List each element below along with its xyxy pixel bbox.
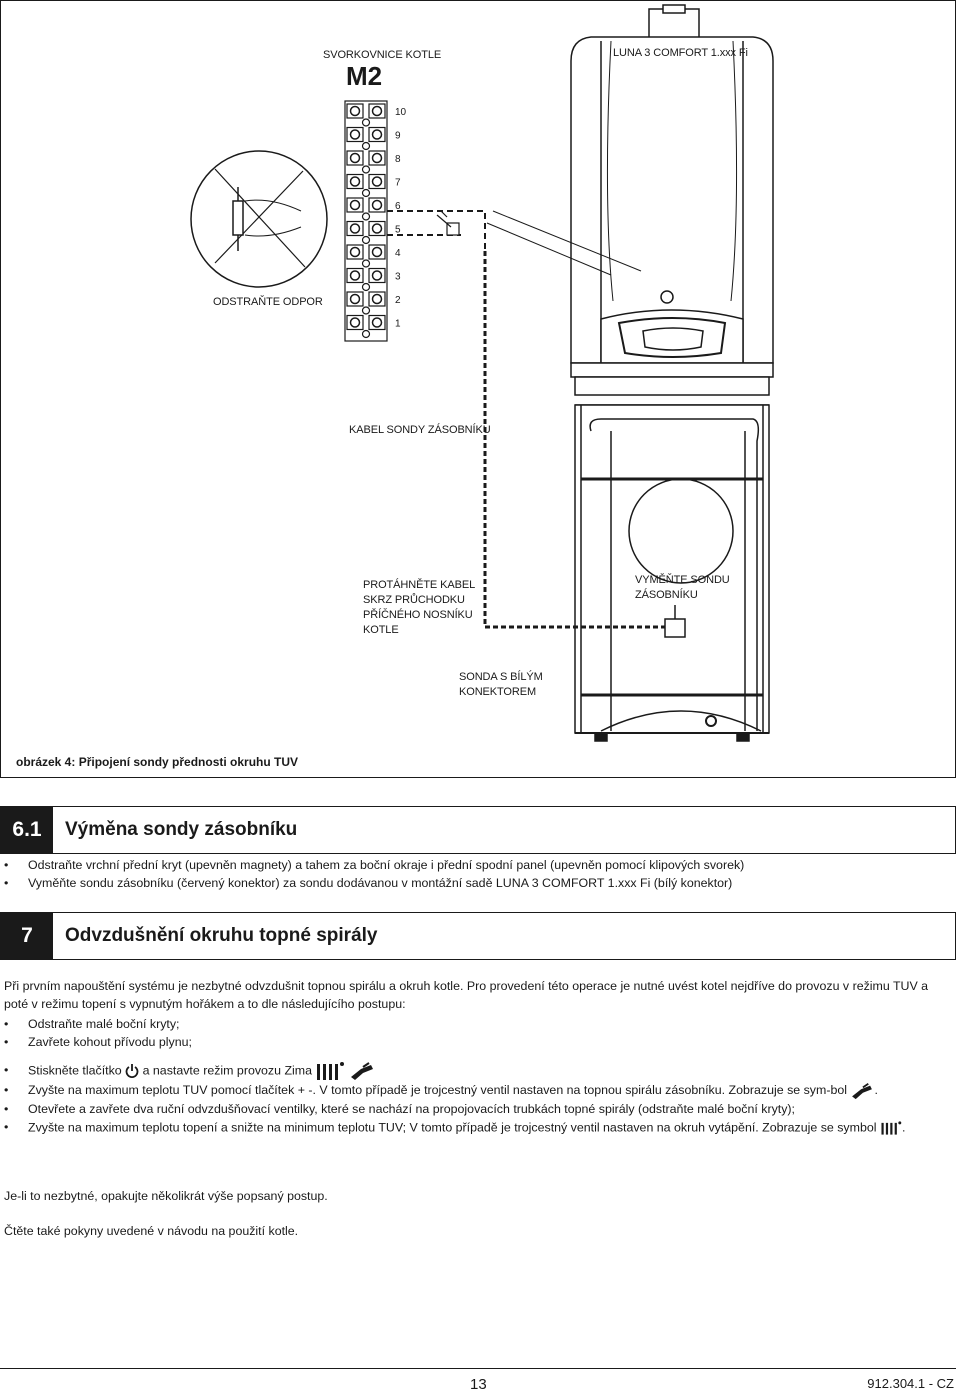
terminal-number: 9: [395, 131, 401, 142]
list-item: Zavřete kohout přívodu plynu;: [4, 1033, 954, 1051]
section-7-intro: Při prvním napouštění systému je nezbytn…: [4, 979, 929, 1011]
boiler-wiring-illustration: 10 9 8 7 6 5 4 3 2 1: [190, 4, 774, 742]
repeat-note: Je-li to nezbytné, opakujte několikrát v…: [4, 1189, 328, 1203]
terminal-screw-head: [371, 105, 383, 117]
terminal-link: [361, 329, 371, 339]
list-item-text: Zvyšte na maximum teplotu topení a snižt…: [28, 1120, 877, 1134]
terminal-screw-head: [349, 152, 361, 164]
terminal-number: 4: [395, 248, 401, 259]
list-item: Zvyšte na maximum teplotu topení a snižt…: [4, 1118, 954, 1138]
terminal-number: 7: [395, 178, 401, 189]
terminal-screw-head: [371, 293, 383, 305]
list-item: Otevřete a zavřete dva ruční odvzdušňova…: [4, 1100, 954, 1118]
section-7-header: 7 Odvzdušnění okruhu topné spirály: [0, 912, 956, 960]
power-icon: [125, 1064, 139, 1078]
radiator-icon: [881, 1121, 902, 1135]
cable-to-sensor: [483, 210, 665, 629]
tap-icon: [350, 1062, 373, 1080]
section-number: 6.1: [1, 807, 53, 853]
list-item-text: a nastavte režim provozu Zima: [142, 1063, 312, 1078]
label-terminal-id: M2: [346, 61, 383, 91]
section-number: 7: [1, 913, 53, 959]
terminal-screw-head: [349, 129, 361, 140]
terminal-screw-head: [371, 152, 383, 164]
terminal-screw-head: [371, 199, 383, 211]
terminal-screw-head: [349, 105, 361, 117]
section-6-1-list: Odstraňte vrchní přední kryt (upevněn ma…: [4, 856, 954, 892]
list-item: Stiskněte tlačítko a nastavte režim prov…: [4, 1061, 954, 1081]
label-sensor-cable: KABEL SONDY ZÁSOBNÍKU: [349, 424, 491, 436]
terminal-link: [361, 165, 371, 174]
list-item-period: .: [901, 1120, 906, 1134]
terminal-link: [361, 188, 371, 198]
terminal-screw-head: [371, 270, 383, 281]
label-replace-sensor: VYMĚŇTE SONDU ZÁSOBNÍKU: [635, 574, 730, 601]
sensor-cable-path: [387, 210, 486, 251]
list-item: Odstraňte vrchní přední kryt (upevněn ma…: [4, 856, 954, 874]
terminal-link: [361, 118, 371, 127]
terminal-number: 8: [395, 154, 401, 165]
list-item-text: Stiskněte tlačítko: [28, 1063, 122, 1078]
figure-connection-diagram: 10 9 8 7 6 5 4 3 2 1 SVORKOVNICE KOTLE M2 LUNA 3 …: [0, 0, 956, 778]
terminal-screw-head: [371, 129, 383, 140]
terminal-link: [361, 282, 371, 292]
section-title: Výměna sondy zásobníku: [65, 819, 298, 840]
terminal-link: [361, 212, 371, 221]
section-6-1-header: 6.1 Výměna sondy zásobníku: [0, 806, 956, 854]
terminal-screw-head: [371, 317, 383, 328]
list-item: Zvyšte na maximum teplotu TUV pomocí tla…: [4, 1081, 954, 1100]
section-7-list: Odstraňte malé boční kryty; Zavřete koho…: [4, 1015, 954, 1138]
terminal-screw-head: [371, 176, 383, 187]
terminal-screw-head: [349, 176, 361, 187]
terminal-link: [361, 141, 371, 151]
terminal-link: [361, 259, 371, 268]
tap-icon: [852, 1082, 873, 1099]
terminal-screw-head: [349, 199, 361, 211]
terminal-link: [361, 235, 371, 245]
terminal-screw-head: [349, 317, 361, 328]
terminal-number: 5: [395, 225, 401, 236]
label-terminal-block: SVORKOVNICE KOTLE: [323, 49, 442, 61]
terminal-screw-head: [349, 293, 361, 305]
terminal-screw-head: [371, 223, 383, 234]
sensor-icon: [436, 210, 460, 236]
page-number: 13: [470, 1376, 487, 1393]
terminal-screw-head: [349, 223, 361, 234]
list-item: Vyměňte sondu zásobníku (červený konekto…: [4, 874, 954, 892]
label-model: LUNA 3 COMFORT 1.xxx Fi: [613, 47, 748, 59]
terminal-number: 6: [395, 201, 401, 212]
terminal-number: 2: [395, 295, 401, 306]
list-item: Odstraňte malé boční kryty;: [4, 1015, 954, 1033]
terminal-screw-head: [371, 246, 383, 258]
terminal-block-m2: [344, 100, 388, 342]
terminal-link: [361, 306, 371, 315]
terminal-screw-head: [349, 246, 361, 258]
label-white-connector: SONDA S BÍLÝM KONEKTOREM: [459, 671, 543, 698]
list-item-period: .: [874, 1083, 878, 1097]
section-title: Odvzdušnění okruhu topné spirály: [65, 925, 378, 946]
remove-resistor-symbol: [190, 150, 328, 288]
document-code: 912.304.1 - CZ: [867, 1376, 954, 1391]
label-remove-resistor: ODSTRAŇTE ODPOR: [213, 296, 323, 308]
list-item-text: Zvyšte na maximum teplotu TUV pomocí tla…: [28, 1083, 847, 1097]
terminal-number: 1: [395, 319, 401, 330]
radiator-icon: [317, 1062, 345, 1080]
terminal-number: 3: [395, 272, 401, 283]
footer-divider: [0, 1368, 956, 1369]
figure-caption: obrázek 4: Připojení sondy přednosti okr…: [16, 755, 299, 769]
terminal-screw-head: [349, 270, 361, 281]
terminal-number: 10: [395, 107, 407, 118]
label-route-cable: PROTÁHNĚTE KABEL SKRZ PRŮCHODKU PŘÍČNÉHO…: [363, 579, 476, 636]
read-note: Čtěte také pokyny uvedené v návodu na po…: [4, 1224, 299, 1238]
